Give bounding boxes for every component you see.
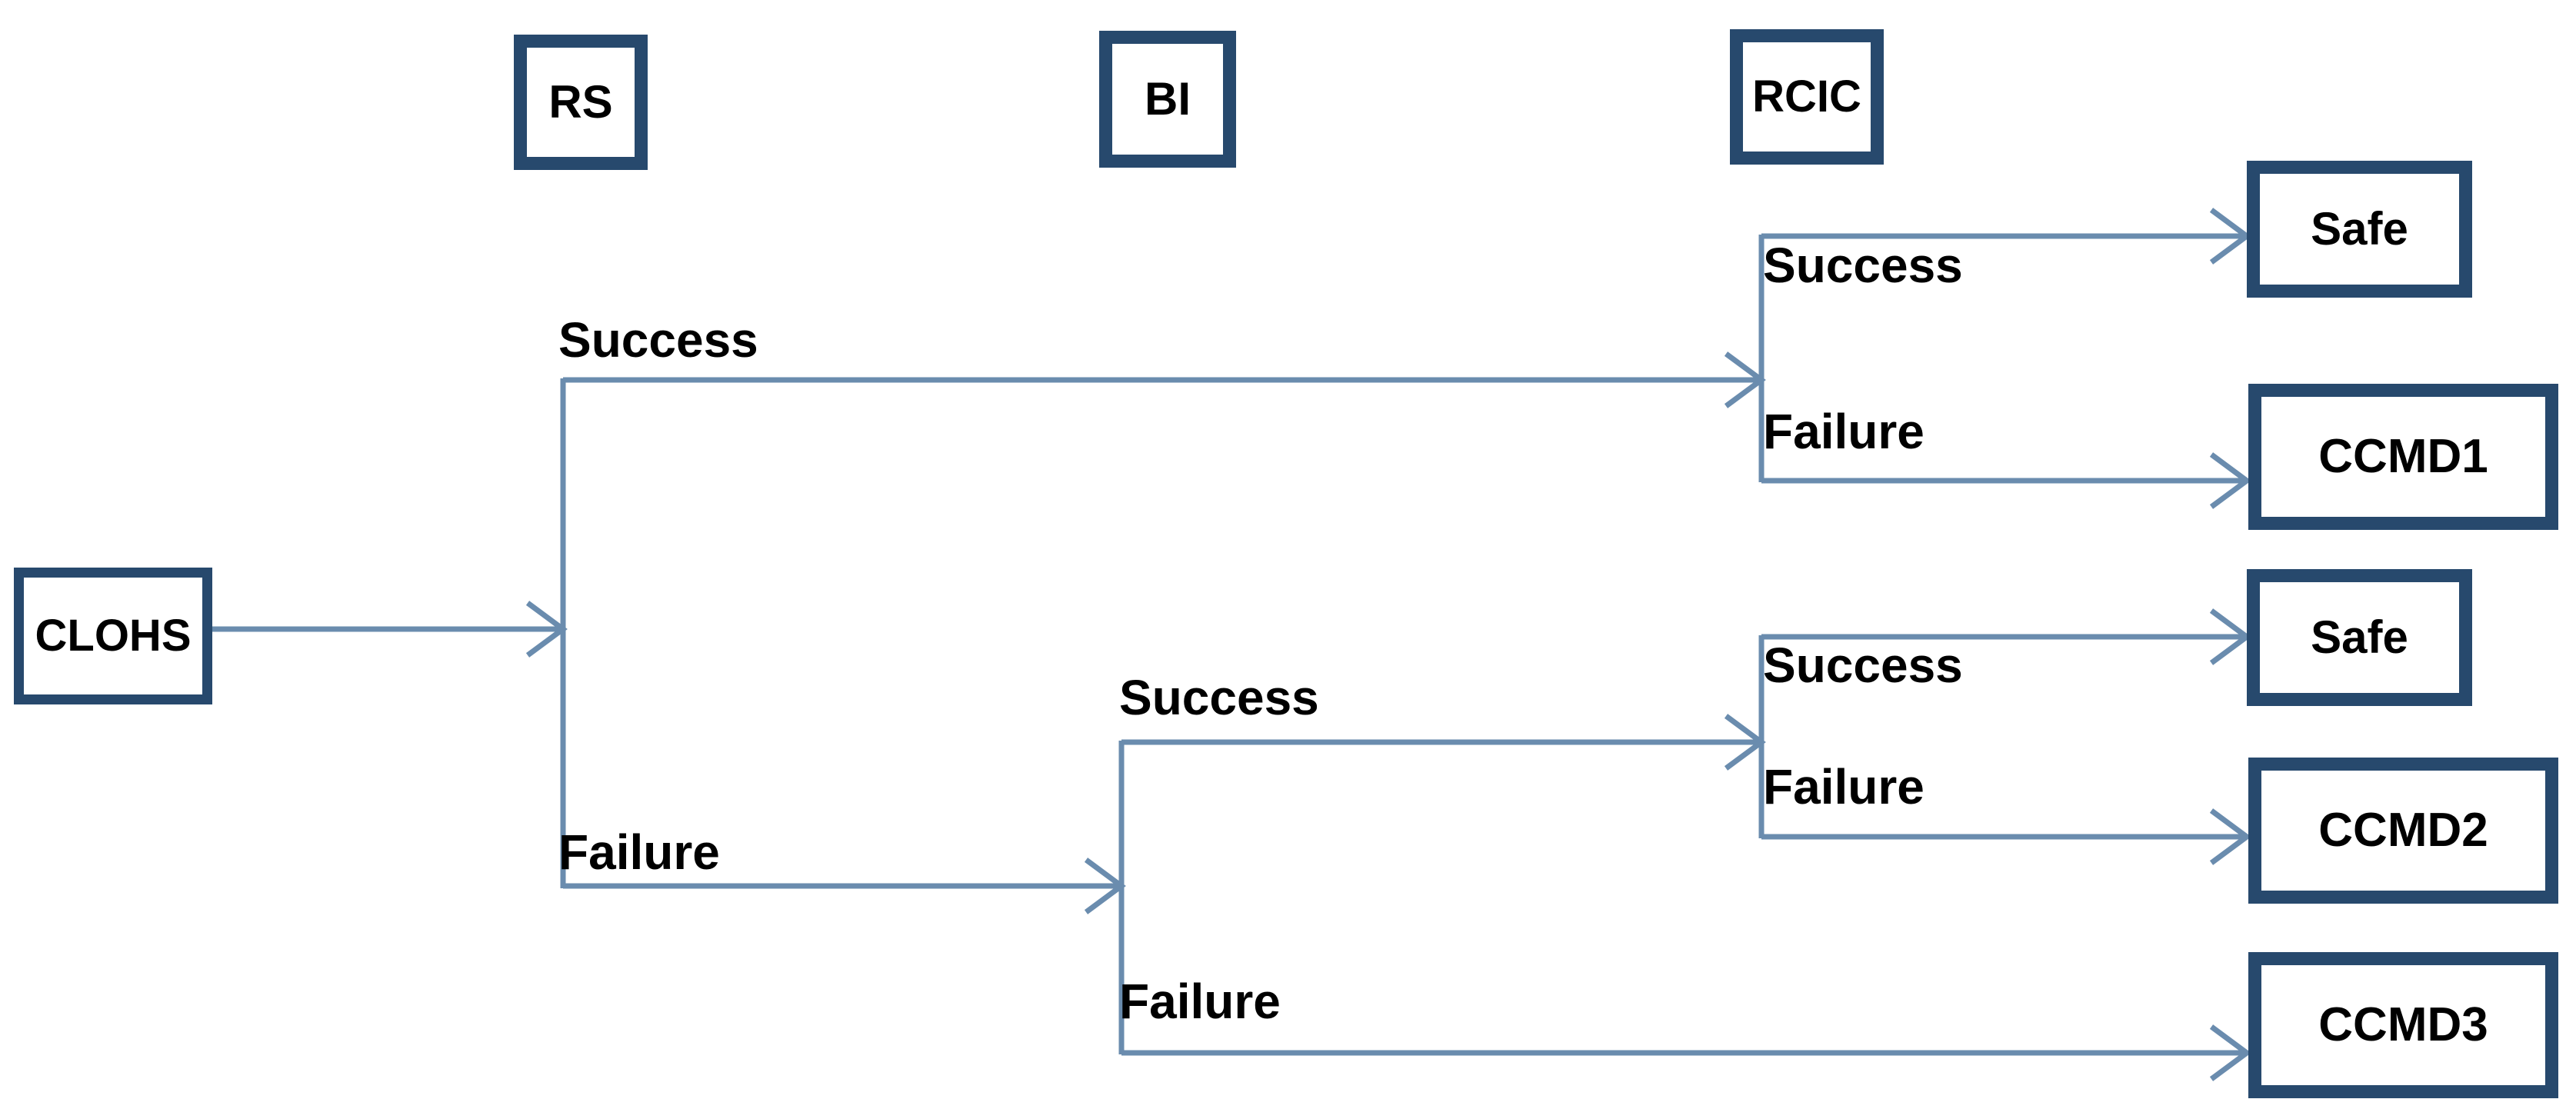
branch-label-bi-failure: Failure xyxy=(1119,974,1281,1029)
node-rs[interactable]: RS xyxy=(514,35,648,170)
connector-rcic1-failure-to-ccmd1 xyxy=(1761,452,2251,509)
connector-clohs-to-rs-trunk xyxy=(212,601,568,658)
branch-label-rcic2-failure: Failure xyxy=(1763,759,1925,814)
branch-label-rcic1-failure: Failure xyxy=(1763,404,1925,459)
node-clohs[interactable]: CLOHS xyxy=(14,568,212,704)
branch-label-bi-success: Success xyxy=(1119,670,1319,725)
arrowhead-icon xyxy=(2209,1024,2251,1081)
branch-label-rcic1-success: Success xyxy=(1763,238,1963,293)
node-ccmd1[interactable]: CCMD1 xyxy=(2248,384,2558,530)
arrowhead-icon xyxy=(2209,808,2251,865)
connector-bi-failure-to-ccmd3 xyxy=(1121,1024,2251,1081)
node-safe-1-label: Safe xyxy=(2311,203,2408,255)
node-ccmd3[interactable]: CCMD3 xyxy=(2248,952,2558,1098)
branch-label-rcic2-success: Success xyxy=(1763,638,1963,693)
node-ccmd2[interactable]: CCMD2 xyxy=(2248,758,2558,904)
node-rcic[interactable]: RCIC xyxy=(1730,29,1884,165)
node-bi-label: BI xyxy=(1145,73,1191,125)
node-ccmd2-label: CCMD2 xyxy=(2318,804,2488,857)
node-bi[interactable]: BI xyxy=(1099,31,1236,168)
node-rcic-label: RCIC xyxy=(1752,72,1861,122)
arrowhead-icon xyxy=(2209,452,2251,509)
node-clohs-label: CLOHS xyxy=(35,611,192,661)
branch-label-rs-success: Success xyxy=(558,312,758,368)
node-ccmd1-label: CCMD1 xyxy=(2318,430,2488,483)
branch-label-rs-failure: Failure xyxy=(558,824,720,880)
node-safe-2-label: Safe xyxy=(2311,611,2408,663)
node-safe-1[interactable]: Safe xyxy=(2247,161,2472,298)
node-rs-label: RS xyxy=(548,76,613,128)
node-ccmd3-label: CCMD3 xyxy=(2318,998,2488,1051)
connector-rcic2-failure-to-ccmd2 xyxy=(1761,808,2251,865)
node-safe-2[interactable]: Safe xyxy=(2247,569,2472,706)
